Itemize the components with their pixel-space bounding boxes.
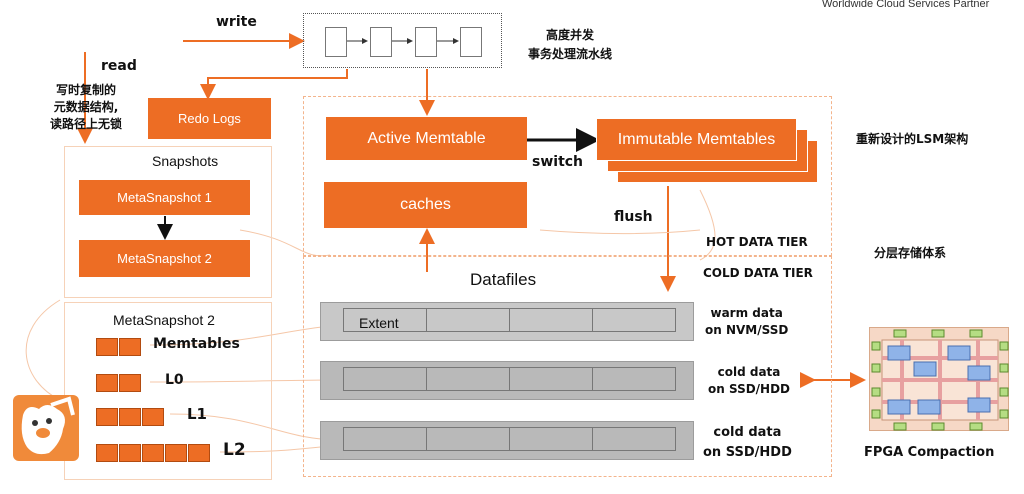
snapshots-panel xyxy=(64,146,272,298)
pipeline-stage xyxy=(370,27,392,57)
extent-label: Extent xyxy=(359,315,399,331)
level-label-l1: L1 xyxy=(187,405,207,423)
metasnapshot-2-box: MetaSnapshot 2 xyxy=(79,240,250,277)
flush-label: flush xyxy=(614,209,653,225)
fpga-label: FPGA Compaction xyxy=(864,445,995,460)
redo-arrow xyxy=(200,69,348,100)
pipeline-stage xyxy=(460,27,482,57)
metasnapshot-detail-panel xyxy=(64,302,272,480)
bear-logo-icon xyxy=(13,395,79,461)
read-label: read xyxy=(101,58,137,74)
layered-storage-label: 分层存储体系 xyxy=(874,246,947,260)
level-label-memtables: Memtables xyxy=(153,336,240,352)
hot-tier-panel xyxy=(303,96,832,256)
write-label: write xyxy=(216,14,257,30)
cold-storage-strip-2 xyxy=(320,421,694,460)
hot-tier-label: HOT DATA TIER xyxy=(706,235,808,249)
level-label-l2: L2 xyxy=(223,440,246,460)
datafiles-label: Datafiles xyxy=(470,270,537,289)
lsm-redesign-label: 重新设计的LSM架构 xyxy=(856,132,969,146)
partner-text: Worldwide Cloud Services Partner xyxy=(822,0,990,10)
snapshots-title: Snapshots xyxy=(152,153,219,169)
pipeline-stage xyxy=(415,27,437,57)
level-label-l0: L0 xyxy=(165,372,184,388)
metasnapshot-1-box: MetaSnapshot 1 xyxy=(79,180,250,215)
metasnapshot-detail-title: MetaSnapshot 2 xyxy=(113,312,215,328)
pipeline-title: 高度并发 事务处理流水线 xyxy=(528,28,613,61)
redo-logs-box: Redo Logs xyxy=(148,98,271,139)
cold-tier-label: COLD DATA TIER xyxy=(703,266,813,280)
cold-tier-panel xyxy=(303,256,832,477)
fpga-chip-icon xyxy=(869,327,1009,431)
warm-storage-strip: Extent xyxy=(320,302,694,341)
active-memtable-box: Active Memtable xyxy=(326,117,527,160)
caches-box: caches xyxy=(324,182,527,228)
warm-data-label: warm data on NVM/SSD xyxy=(705,306,789,337)
immutable-memtables-box: Immutable Memtables xyxy=(596,118,797,161)
cold-data-label-1: cold data on SSD/HDD xyxy=(708,365,791,396)
switch-label: switch xyxy=(532,154,584,170)
cold-storage-strip-1 xyxy=(320,361,694,400)
copy-on-write-note: 写时复制的 元数据结构, 读路径上无锁 xyxy=(50,83,123,131)
cold-data-label-2: cold data on SSD/HDD xyxy=(703,425,792,460)
pipeline-box xyxy=(303,13,502,68)
pipeline-stage xyxy=(325,27,347,57)
